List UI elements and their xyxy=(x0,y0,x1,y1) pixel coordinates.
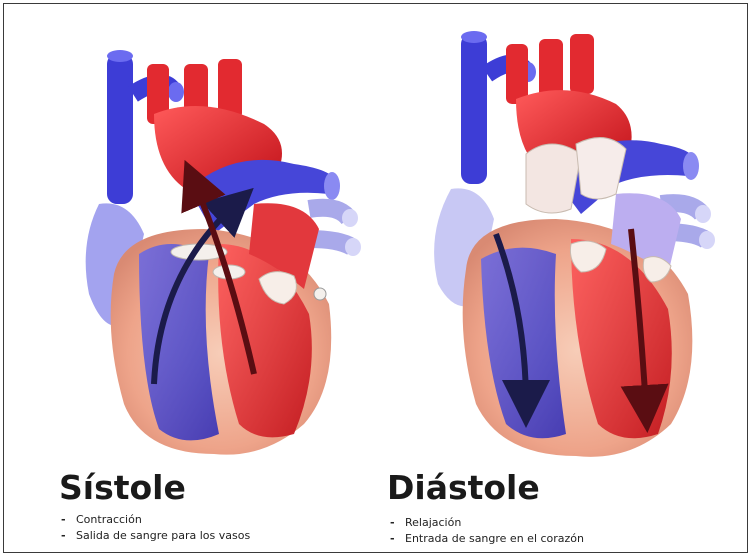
diagram-frame: Sístole -Contracción -Salida de sangre p… xyxy=(3,3,748,553)
diastole-notes: -Relajación -Entrada de sangre en el cor… xyxy=(390,515,584,547)
diastole-panel: Diástole -Relajación -Entrada de sangre … xyxy=(376,4,747,552)
note-item: -Contracción xyxy=(61,512,250,528)
systole-panel: Sístole -Contracción -Salida de sangre p… xyxy=(4,4,376,552)
note-item: -Relajación xyxy=(390,515,584,531)
note-item: -Entrada de sangre en el corazón xyxy=(390,531,584,547)
systole-notes: -Contracción -Salida de sangre para los … xyxy=(61,512,250,544)
systole-title: Sístole xyxy=(59,468,186,507)
note-item: -Salida de sangre para los vasos xyxy=(61,528,250,544)
diastole-title: Diástole xyxy=(387,468,540,507)
